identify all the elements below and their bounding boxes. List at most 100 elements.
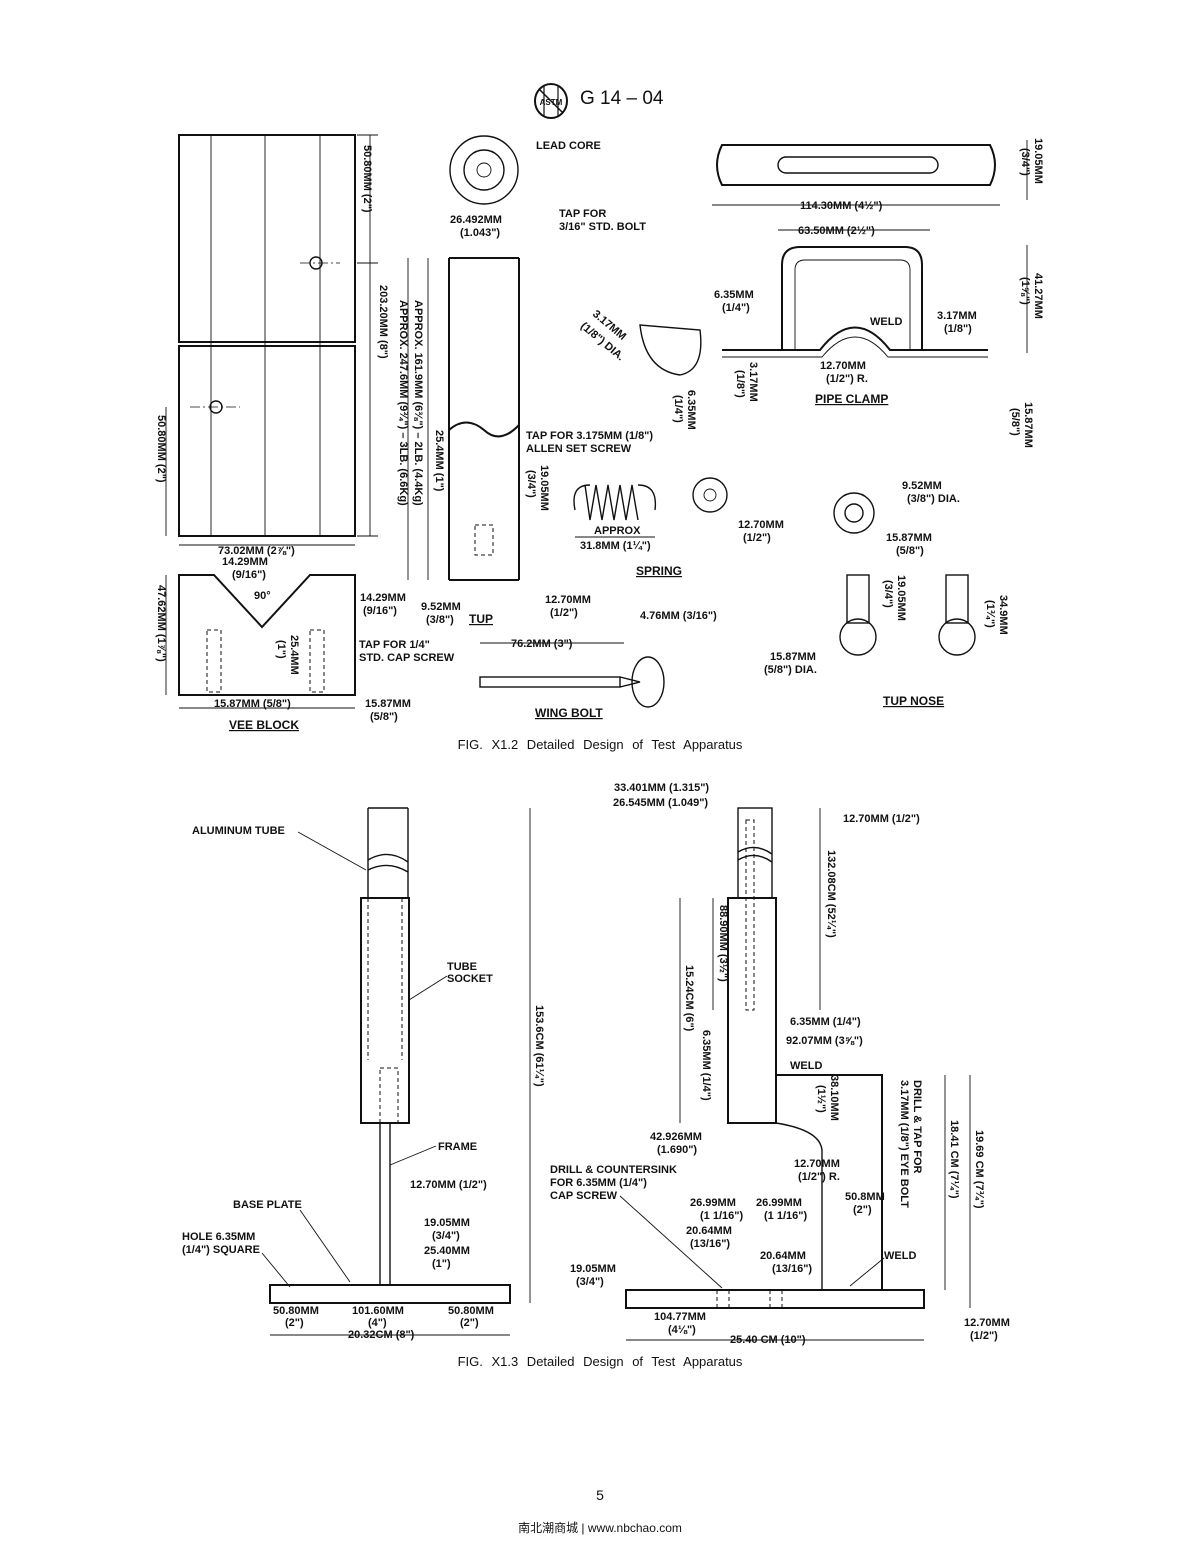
dimension-label: LEAD CORE xyxy=(536,140,601,152)
dimension-label: 6.35MM (1/4") xyxy=(700,1030,712,1101)
dimension-label: 50.8MM xyxy=(845,1191,885,1203)
dimension-label: 114.30MM (4½") xyxy=(800,200,883,212)
dimension-label: TUBE xyxy=(447,961,477,973)
dimension-label: DRILL & COUNTERSINK xyxy=(550,1164,677,1176)
dimension-label: 20.64MM xyxy=(686,1225,732,1237)
dimension-label: WELD xyxy=(870,316,902,328)
dimension-label: FRAME xyxy=(438,1141,477,1153)
bar: 114.30MM (4½") 19.05MM (3/4") xyxy=(712,138,1044,212)
dimension-label: (3/4") xyxy=(576,1276,604,1288)
dimension-label: 19.05MM xyxy=(424,1217,470,1229)
pipe-clamp-title: PIPE CLAMP xyxy=(815,392,888,406)
dimension-label: 20.64MM xyxy=(760,1250,806,1262)
dimension-label: (1/2") R. xyxy=(826,373,868,385)
vee-block: 47.62MM (1⅞") 14.29MM (9/16") 90° 14.29M… xyxy=(155,556,455,732)
dimension-label: (2") xyxy=(853,1204,872,1216)
dimension-label: (1 1/16") xyxy=(764,1210,807,1222)
dimension-label: 90° xyxy=(254,590,271,602)
dimension-label: 19.69 CM (7¾") xyxy=(973,1130,985,1209)
dimension-label: 38.10MM xyxy=(828,1075,840,1121)
dimension-label: (1/4") SQUARE xyxy=(182,1244,260,1256)
dimension-label: 15.24CM (6") xyxy=(683,965,695,1032)
dimension-label: (9/16") xyxy=(363,605,397,617)
dimension-label: 15.87MM xyxy=(365,698,411,710)
tup: LEAD CORE 26.492MM (1.043") TAP FOR 3/16… xyxy=(397,135,653,626)
dimension-label: (3/4") xyxy=(882,580,894,608)
dimension-label: ASTM xyxy=(540,98,563,107)
designation: G 14 – 04 xyxy=(580,88,664,109)
vee-block-title: VEE BLOCK xyxy=(229,718,299,732)
dimension-label: 12.70MM xyxy=(738,519,784,531)
dimension-label: (1/2") xyxy=(970,1330,998,1342)
dimension-label: 19.05MM xyxy=(538,465,550,511)
dimension-label: 132.08CM (52¼") xyxy=(825,850,837,938)
block-assembly: 50.80MM (2") 203.20MM (8") 50.80MM (2") … xyxy=(155,134,389,557)
ring: 9.52MM (3/8") DIA. 15.87MM (5/8") xyxy=(833,480,960,557)
dimension-label: SOCKET xyxy=(447,973,493,985)
dimension-label: 6.35MM xyxy=(685,390,697,430)
dimension-label: (2") xyxy=(460,1317,479,1329)
dimension-label: 12.70MM xyxy=(794,1158,840,1170)
dimension-label: (1/8") xyxy=(944,323,972,335)
dimension-label: TAP FOR xyxy=(559,208,606,220)
dimension-label: 14.29MM xyxy=(222,556,268,568)
dimension-label: APPROX. 247.6MM (9¾") – 3LB. (6.6Kg) xyxy=(397,300,409,506)
dimension-label: (3/4") xyxy=(432,1230,460,1242)
dimension-label: 15.87MM xyxy=(770,651,816,663)
figure-x1-2: 50.80MM (2") 203.20MM (8") 50.80MM (2") … xyxy=(155,134,1044,732)
dimension-label: (1 1/16") xyxy=(700,1210,743,1222)
vee-height-dim: 47.62MM (1⅞") xyxy=(155,585,167,662)
dimension-label: FOR 6.35MM (1/4") xyxy=(550,1177,647,1189)
dimension-label: 63.50MM (2½") xyxy=(798,225,875,237)
dimension-label: 6.35MM (1/4") xyxy=(790,1016,861,1028)
dimension-label: TAP FOR 3.175MM (1/8") xyxy=(526,430,653,442)
dimension-label: (5/8") xyxy=(370,711,398,723)
dimension-label: (2") xyxy=(285,1317,304,1329)
dimension-label: 33.401MM (1.315") xyxy=(614,782,709,794)
dimension-label: ALUMINUM TUBE xyxy=(192,825,285,837)
dimension-label: 101.60MM xyxy=(352,1305,404,1317)
spring: APPROX 31.8MM (1¼") 12.70MM (1/2") SPRIN… xyxy=(573,477,784,578)
dimension-label: 25.40 CM (10") xyxy=(730,1334,806,1346)
dimension-label: WELD xyxy=(790,1060,822,1072)
dimension-label: 3.17MM (1/8") EYE BOLT xyxy=(898,1080,910,1208)
dimension-label: APPROX. 161.9MM (6⅜") – 2LB. (4.4Kg) xyxy=(412,300,424,506)
dimension-label: (5/8") DIA. xyxy=(764,664,817,676)
dimension-label: 3.17MM xyxy=(937,310,977,322)
dimension-label: (1½") xyxy=(815,1085,827,1113)
page-number: 5 xyxy=(596,1487,604,1503)
dimension-label: 15.87MM xyxy=(886,532,932,544)
dimension-label: HOLE 6.35MM xyxy=(182,1231,255,1243)
dimension-label: (1/2") xyxy=(743,532,771,544)
figure-x1-3: ALUMINUM TUBE TUBE SOCKET 153.6CM (61¼")… xyxy=(182,782,1010,1346)
dimension-label: (3/4") xyxy=(1019,148,1031,176)
dimension-label: WELD xyxy=(884,1250,916,1262)
dimension-label: 92.07MM (3⅝") xyxy=(786,1035,863,1047)
tup-nose: 19.05MM (3/4") 34.9MM (1¾") 15.87MM (5/8… xyxy=(764,574,1009,708)
dimension-label: 31.8MM (1¼") xyxy=(580,540,651,552)
dimension-label: 26.545MM (1.049") xyxy=(613,797,708,809)
dimension-label: (5/8") xyxy=(896,545,924,557)
dimension-label: 76.2MM (3") xyxy=(511,638,573,650)
dimension-label: 19.05MM xyxy=(570,1263,616,1275)
wing-bolt: 76.2MM (3") 4.76MM (3/16") WING BOLT xyxy=(479,610,717,720)
dimension-label: TAP FOR 1/4" xyxy=(359,639,430,651)
dimension-label: APPROX xyxy=(594,525,641,537)
dimension-label: STD. CAP SCREW xyxy=(359,652,455,664)
dimension-label: (13/16") xyxy=(772,1263,812,1275)
dimension-label: 34.9MM xyxy=(997,595,1009,635)
dimension-label: 50.80MM xyxy=(273,1305,319,1317)
dimension-label: 42.926MM xyxy=(650,1131,702,1143)
dimension-label: (1/8") xyxy=(734,370,746,398)
tup-title: TUP xyxy=(469,612,493,626)
dimension-label: 50.80MM xyxy=(448,1305,494,1317)
dimension-label: 20.32CM (8") xyxy=(348,1329,415,1341)
dimension-label: 6.35MM xyxy=(714,289,754,301)
dimension-label: (1⅝") xyxy=(1019,277,1031,305)
dimension-label: (3/8") xyxy=(426,614,454,626)
pipe-clamp: 63.50MM (2½") 6.35MM (1/4") 3.17MM (1/8"… xyxy=(578,225,1044,448)
dimension-label: (4") xyxy=(368,1317,387,1329)
wing-bolt-title: WING BOLT xyxy=(535,706,603,720)
dimension-label: (1") xyxy=(275,640,287,659)
page-header: ASTM G 14 – 04 xyxy=(0,80,1200,120)
